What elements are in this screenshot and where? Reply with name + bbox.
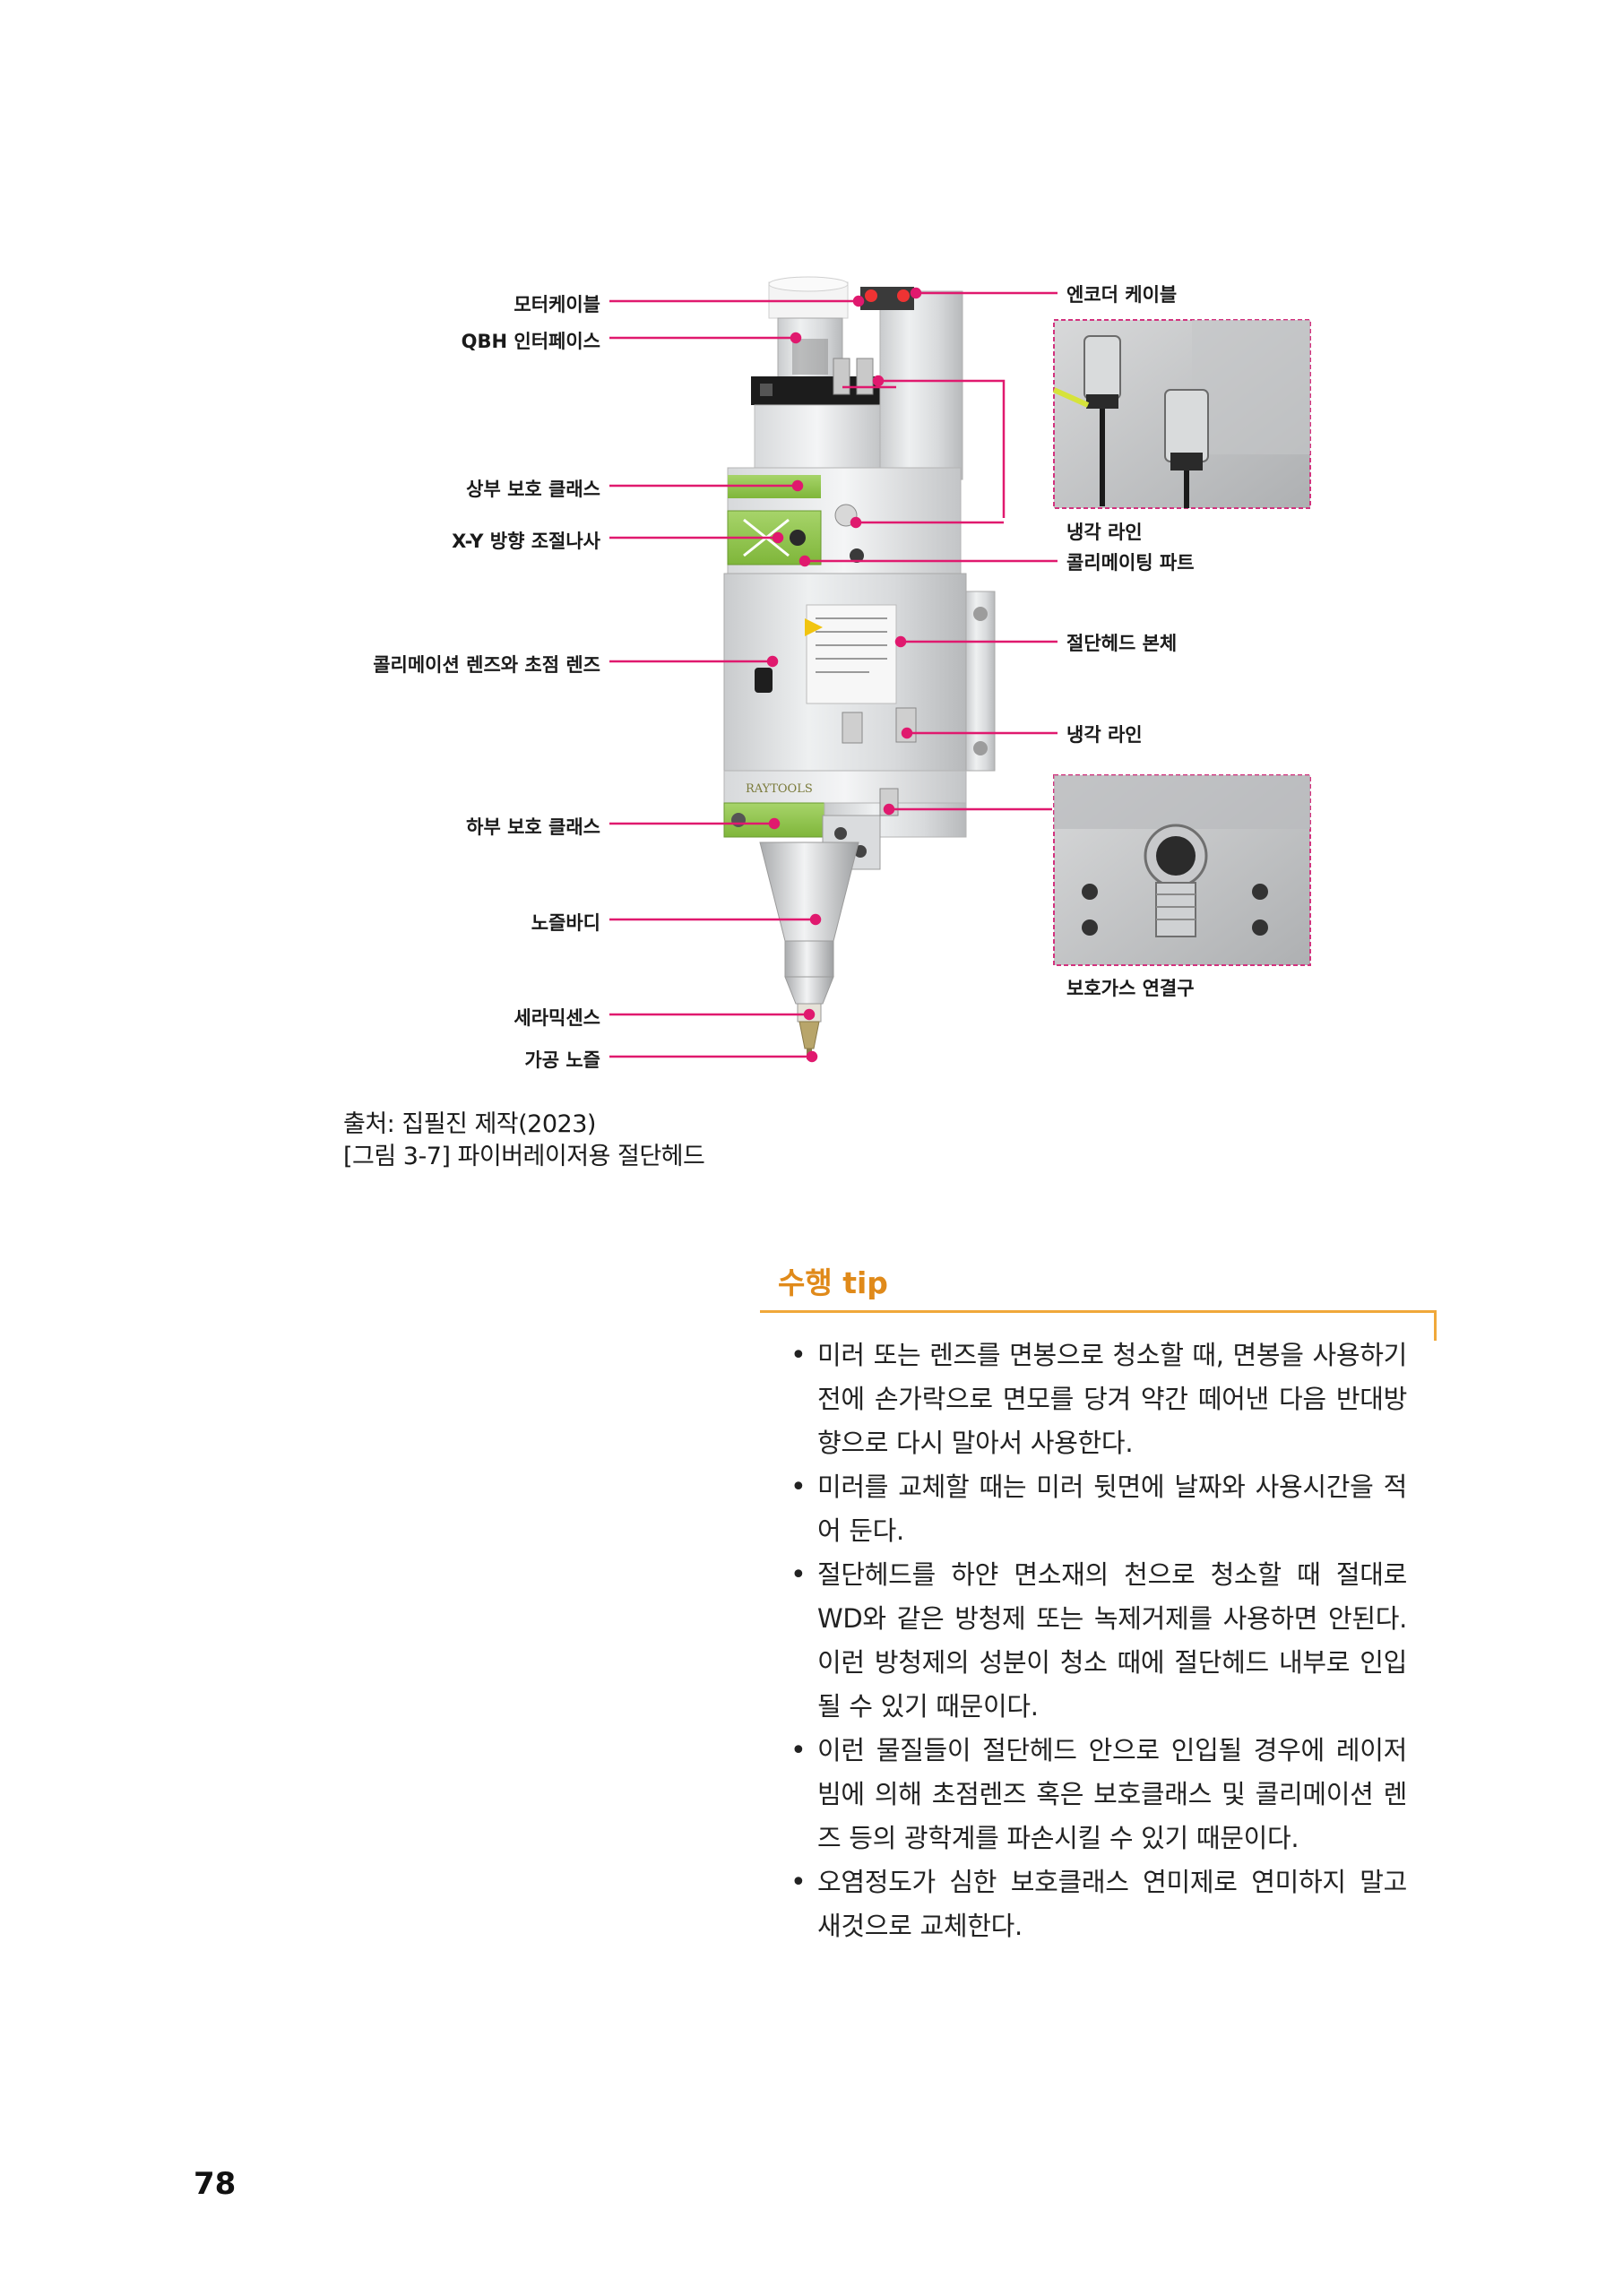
label-encoder-cable: 엔코더 케이블 <box>1066 284 1178 306</box>
label-motor-cable: 모터케이블 <box>514 294 600 315</box>
left-leader-lines <box>609 295 865 1063</box>
label-cooling-line-lower: 냉각 라인 <box>1066 724 1143 746</box>
label-cutting-head-body: 절단헤드 본체 <box>1066 633 1178 654</box>
page-number: 78 <box>194 2166 237 2202</box>
cutting-head-figure: RAYTOOLS <box>609 276 1311 1063</box>
tip-item: 미러를 교체할 때는 미러 뒷면에 날짜와 사용시간을 적어 둔다. <box>789 1465 1407 1553</box>
raytools-logo: RAYTOOLS <box>746 782 813 796</box>
label-cooling-line-upper: 냉각 라인 <box>1066 522 1143 543</box>
label-lower-protective-glass: 하부 보호 클래스 <box>466 816 600 838</box>
label-processing-nozzle: 가공 노즐 <box>524 1049 600 1071</box>
right-leader-lines <box>799 287 1058 816</box>
label-xy-adjust-screw: X-Y 방향 조절나사 <box>452 531 600 552</box>
tip-list: 미러 또는 렌즈를 면봉으로 청소할 때, 면봉을 사용하기 전에 손가락으로 … <box>789 1334 1407 1948</box>
tip-item: 절단헤드를 하얀 면소재의 천으로 청소할 때 절대로 WD와 같은 방청제 또… <box>789 1553 1407 1729</box>
label-collimating-part: 콜리메이팅 파트 <box>1066 552 1195 574</box>
label-shield-gas-connector: 보호가스 연결구 <box>1066 978 1195 999</box>
tip-heading: 수행 tip <box>778 1265 888 1300</box>
label-upper-protective-glass: 상부 보호 클래스 <box>466 479 600 500</box>
tip-item: 이런 물질들이 절단헤드 안으로 인입될 경우에 레이저 빔에 의해 초점렌즈 … <box>789 1729 1407 1860</box>
shield-gas-inset <box>1053 774 1311 966</box>
figure-caption: [그림 3-7] 파이버레이저용 절단헤드 <box>343 1143 705 1170</box>
tip-item: 미러 또는 렌즈를 면봉으로 청소할 때, 면봉을 사용하기 전에 손가락으로 … <box>789 1334 1407 1465</box>
tip-item: 오염정도가 심한 보호클래스 연미제로 연미하지 말고 새것으로 교체한다. <box>789 1860 1407 1948</box>
cooling-fitting-inset <box>1052 319 1311 509</box>
figure-source: 출처: 집필진 제작(2023) <box>343 1110 596 1138</box>
tip-rule-corner <box>1434 1310 1437 1341</box>
label-collimation-focus-lens: 콜리메이션 렌즈와 초점 렌즈 <box>373 654 600 676</box>
label-ceramic-sensor: 세라믹센스 <box>514 1007 600 1029</box>
cutting-head-photo: RAYTOOLS <box>723 276 996 1059</box>
label-nozzle-body: 노즐바디 <box>531 912 600 934</box>
label-qbh-interface: QBH 인터페이스 <box>461 331 600 352</box>
tip-rule <box>760 1310 1437 1313</box>
